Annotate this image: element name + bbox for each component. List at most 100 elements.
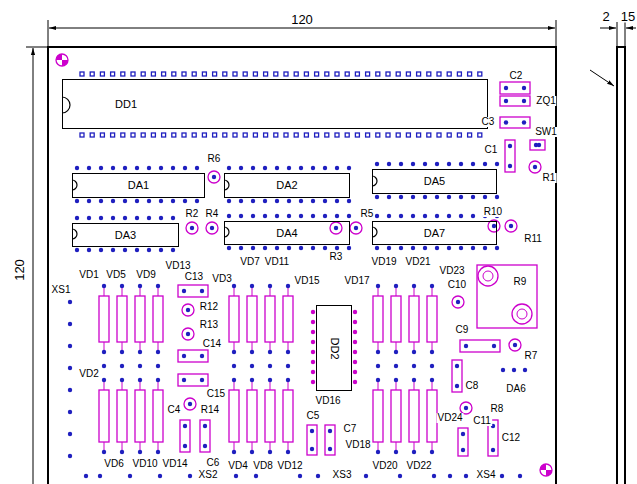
part-designator: C11 xyxy=(472,416,492,426)
pad-dot xyxy=(287,214,291,218)
part-designator: C15 xyxy=(206,389,226,399)
pad-dot xyxy=(275,214,279,218)
pad-dot xyxy=(508,164,512,168)
pad-dot xyxy=(353,350,357,354)
ic-pin xyxy=(223,72,227,76)
ic-pin xyxy=(121,72,125,76)
dimension-value: 120 xyxy=(13,258,26,282)
part-designator: C12 xyxy=(501,433,521,443)
fiducial-mark xyxy=(56,54,62,60)
pad-dot xyxy=(323,199,327,203)
part-designator: VD11 xyxy=(264,257,290,267)
board-outline xyxy=(48,47,556,484)
pad-dot xyxy=(263,199,267,203)
pad-dot xyxy=(411,214,415,218)
part-designator: VD22 xyxy=(405,461,432,471)
pad-dot xyxy=(183,444,187,448)
pad-dot xyxy=(250,350,254,354)
pad-dot xyxy=(87,248,91,252)
part-designator: XS4 xyxy=(476,470,497,480)
pad-dot xyxy=(423,214,427,218)
ic-pin xyxy=(345,133,349,137)
part-designator: VD13 xyxy=(164,261,191,271)
ic-pin xyxy=(162,133,166,137)
pad-dot xyxy=(504,99,508,103)
pad-dot xyxy=(287,199,291,203)
pad-dot xyxy=(335,199,339,203)
part-designator: R4 xyxy=(205,209,220,219)
ic-pin xyxy=(274,133,278,137)
ic-body: DA2 xyxy=(224,173,350,198)
pad-dot xyxy=(68,454,72,458)
resistor-pad xyxy=(330,222,342,234)
pad-dot xyxy=(87,166,91,170)
pad-dot xyxy=(328,429,332,433)
part-designator: VD1 xyxy=(78,270,99,280)
pad-dot xyxy=(461,448,465,452)
pad-dot xyxy=(75,166,79,170)
part-designator: R13 xyxy=(199,320,219,330)
pad-dot xyxy=(399,162,403,166)
pad-dot xyxy=(227,166,231,170)
pad-dot xyxy=(353,380,357,384)
part-designator: VD8 xyxy=(252,461,273,471)
part-designator: VD21 xyxy=(404,257,431,267)
ic-pin xyxy=(315,133,319,137)
pad-dot xyxy=(171,166,175,170)
pad-dot xyxy=(120,364,124,368)
pad-dot xyxy=(394,284,398,288)
pad-dot xyxy=(239,199,243,203)
pad-dot xyxy=(412,450,416,454)
pad-dot xyxy=(483,246,487,250)
diode-symbol xyxy=(247,390,257,442)
resistor-pad xyxy=(186,222,198,234)
pad-dot xyxy=(464,344,468,348)
pad-dot xyxy=(471,195,475,199)
resistor-pad xyxy=(529,161,541,173)
pad-dot xyxy=(232,378,236,382)
pad-dot xyxy=(111,248,115,252)
pad-dot xyxy=(435,195,439,199)
pad-dot xyxy=(509,224,513,228)
part-designator: VD14 xyxy=(161,459,188,469)
pad-dot xyxy=(311,320,315,324)
diode-symbol xyxy=(391,390,401,442)
pad-dot xyxy=(430,364,434,368)
ic-pin xyxy=(437,133,441,137)
pad-dot xyxy=(183,166,187,170)
capacitor-pad xyxy=(460,340,500,352)
pad-dot xyxy=(111,199,115,203)
pad-dot xyxy=(275,246,279,250)
resistor-pad xyxy=(509,339,521,351)
pad-dot xyxy=(311,166,315,170)
pad-dot xyxy=(159,248,163,252)
resistor-pad xyxy=(350,222,362,234)
pad-dot xyxy=(268,378,272,382)
ic-pin xyxy=(243,133,247,137)
ic-pin xyxy=(264,72,268,76)
diode-symbol xyxy=(153,296,163,342)
ic-pin xyxy=(478,72,482,76)
pad-dot xyxy=(210,226,214,230)
pad-dot xyxy=(423,246,427,250)
pad-dot xyxy=(311,330,315,334)
pad-dot xyxy=(111,216,115,220)
pad-dot xyxy=(323,166,327,170)
pad-dot xyxy=(347,166,351,170)
dimension-line xyxy=(600,28,616,29)
pad-dot xyxy=(250,450,254,454)
pad-dot xyxy=(227,246,231,250)
part-designator: C13 xyxy=(184,272,204,282)
part-designator: VD4 xyxy=(227,461,248,471)
resistor-pad xyxy=(208,171,220,183)
pad-dot xyxy=(459,162,463,166)
pad-dot xyxy=(268,450,272,454)
ic-pin xyxy=(457,72,461,76)
part-designator: VD5 xyxy=(105,270,126,280)
pad-dot xyxy=(456,300,460,304)
trimmer-outline xyxy=(477,265,537,328)
pad-dot xyxy=(138,284,142,288)
pad-dot xyxy=(513,343,517,347)
pad-dot xyxy=(68,344,72,348)
pad-dot xyxy=(508,144,512,148)
